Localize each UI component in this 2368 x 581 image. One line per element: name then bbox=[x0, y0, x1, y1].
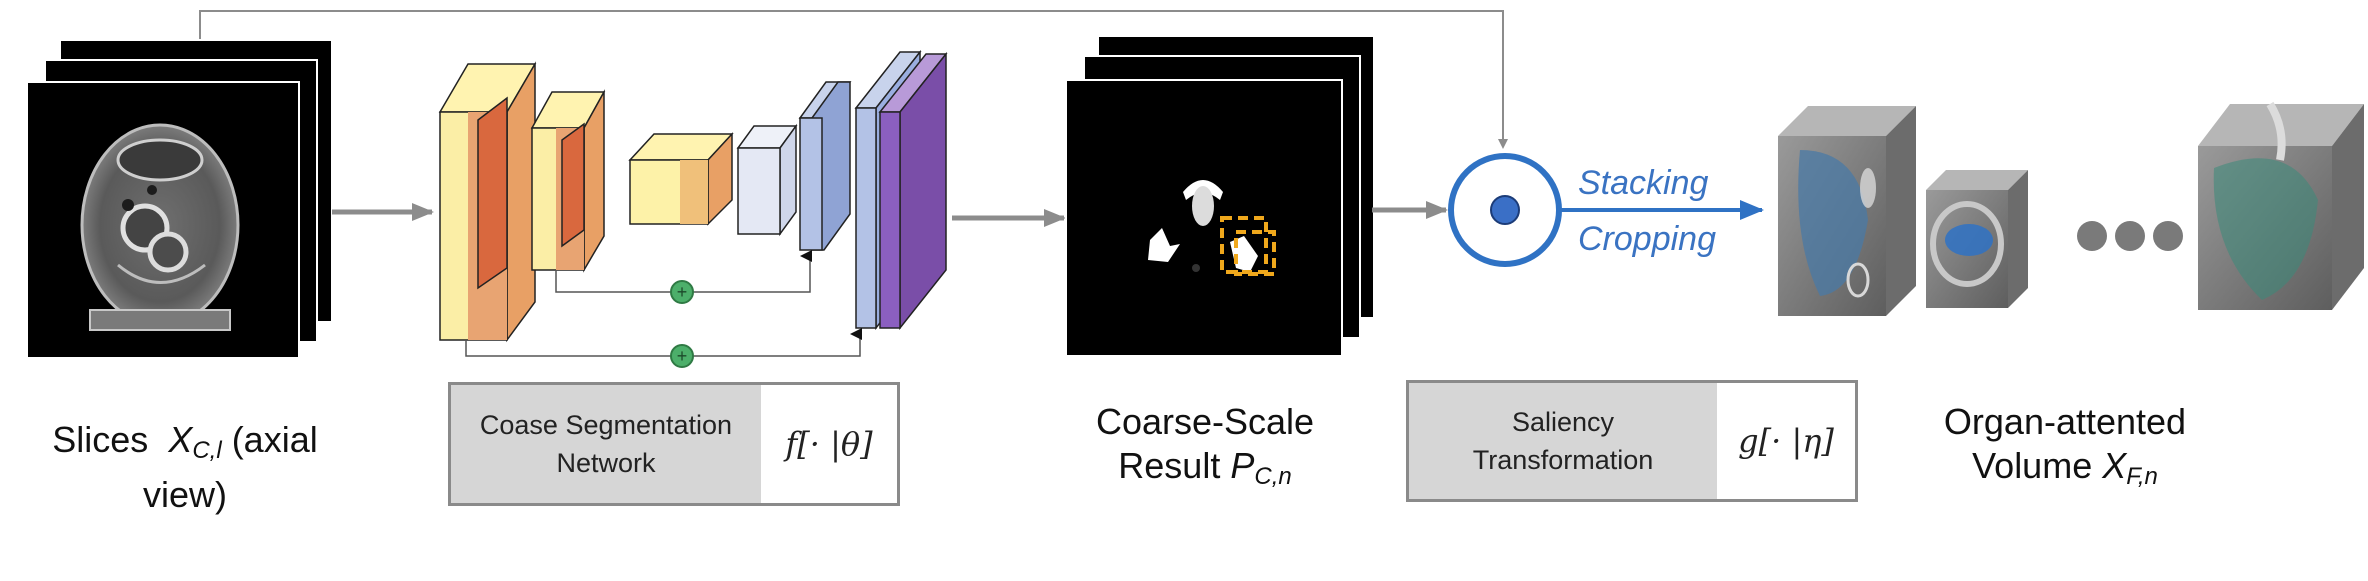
slices-label: Slices XC,l (axial view) bbox=[52, 419, 318, 515]
input-ct-slices bbox=[26, 39, 333, 359]
saliency-transformation-function: g[· |η] bbox=[1717, 383, 1855, 499]
segmentation-network-function: f[· |θ] bbox=[761, 385, 897, 503]
organ-volume-cube bbox=[1926, 170, 2028, 308]
top-skip-connection bbox=[199, 10, 1508, 149]
stacking-label: Stacking bbox=[1578, 164, 1709, 202]
organ-volume-label: Organ-attented Volume XF,n bbox=[1943, 401, 2187, 490]
ellipsis-icon bbox=[2077, 221, 2183, 251]
coarse-result-label: Coarse-Scale Result PC,n bbox=[1095, 401, 1315, 490]
saliency-circle-icon bbox=[1448, 153, 1562, 267]
svg-text:+: + bbox=[677, 282, 688, 302]
organ-volume-cube bbox=[2198, 101, 2364, 310]
cropping-label: Cropping bbox=[1578, 220, 1716, 258]
svg-text:+: + bbox=[677, 346, 688, 366]
coarse-result-masks bbox=[1065, 35, 1375, 357]
skip-add-icon bbox=[670, 280, 694, 304]
segmentation-network-diagram: + + bbox=[438, 49, 948, 368]
organ-volume-cube bbox=[1778, 106, 1916, 316]
skip-add-icon bbox=[670, 344, 694, 368]
